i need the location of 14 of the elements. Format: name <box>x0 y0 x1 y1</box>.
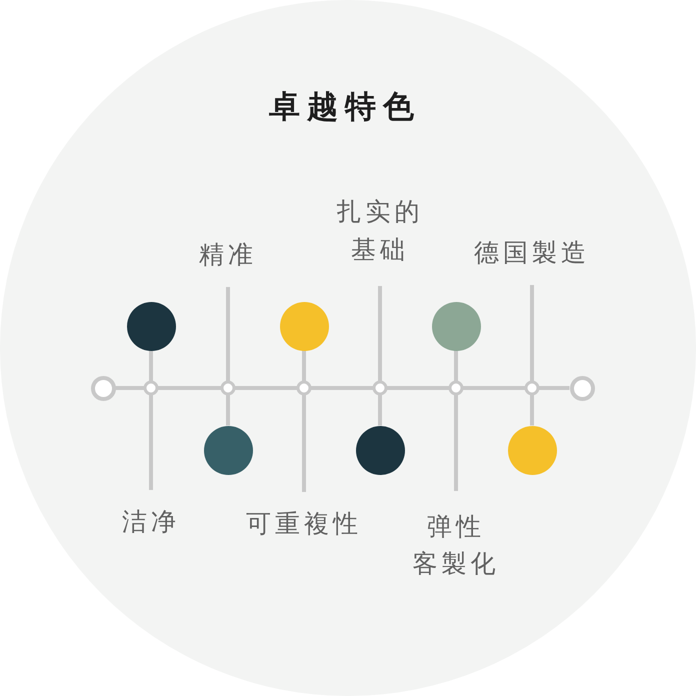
stem-line <box>378 286 382 426</box>
stem-line <box>149 350 153 490</box>
title: 卓越特色 <box>269 88 421 126</box>
feature-label: 精准 <box>199 240 257 270</box>
stem-line <box>226 287 230 426</box>
stem-line <box>530 285 534 426</box>
stem-line <box>302 350 306 492</box>
stem-line <box>454 350 458 491</box>
feature-label: 弹性客製化 <box>412 508 500 582</box>
feature-label: 可重複性 <box>246 509 362 539</box>
feature-label: 洁净 <box>122 507 180 537</box>
feature-label: 德国製造 <box>474 238 590 268</box>
feature-label: 扎实的基础 <box>336 193 424 269</box>
timeline-line <box>116 386 570 390</box>
